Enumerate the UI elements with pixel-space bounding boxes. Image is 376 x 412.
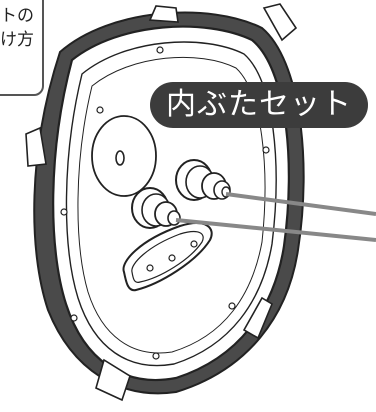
rim-tab-top — [148, 5, 179, 23]
slot-hole-1 — [146, 264, 154, 272]
center-disc-hole — [115, 150, 125, 166]
callout-text-line-1: トの — [0, 6, 34, 26]
rim-tab-bottom — [95, 358, 131, 402]
rivet-2 — [96, 106, 104, 114]
leader-line-upper — [225, 192, 376, 216]
rim-tab-right — [262, 3, 298, 42]
part-label: 内ぶたセット — [150, 82, 368, 128]
rivet-7 — [262, 146, 270, 154]
leader-line-lower — [175, 218, 376, 242]
callout-text-line-2: け方 — [0, 30, 34, 50]
callout-box: トの け方 — [0, 0, 44, 96]
lid-inner-rim-2 — [77, 56, 266, 354]
slot-hole-3 — [190, 240, 198, 248]
rivet-5 — [152, 352, 160, 360]
rivet-6 — [228, 302, 236, 310]
slot-hole-2 — [168, 254, 176, 262]
valve-upper — [175, 159, 231, 201]
rivet-3 — [60, 208, 68, 216]
rim-tab-left — [25, 126, 47, 167]
lid-inner-rim — [65, 41, 277, 367]
rivet-4 — [70, 314, 78, 322]
rivet-1 — [156, 46, 164, 54]
rim-tab-bottom-right — [242, 296, 274, 340]
